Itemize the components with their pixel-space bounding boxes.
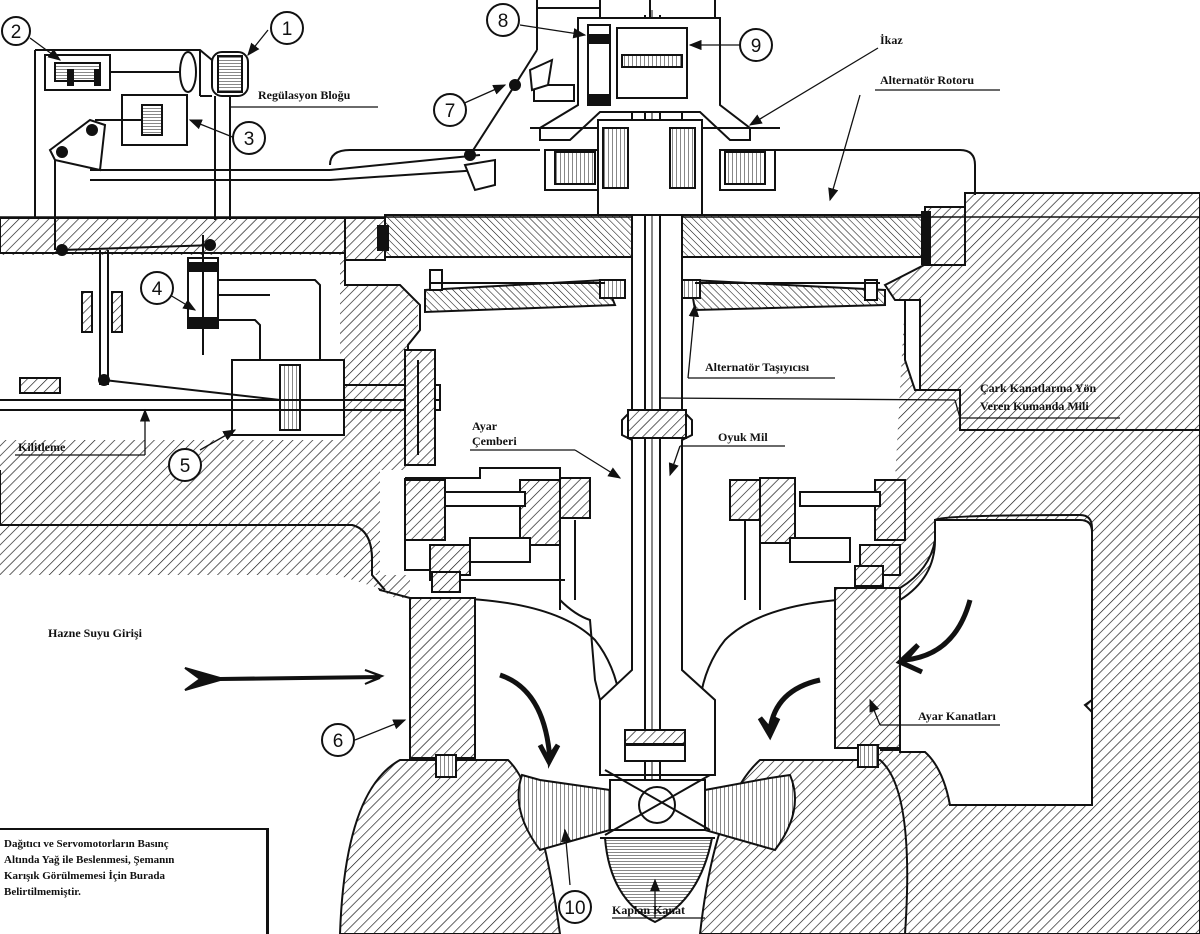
callout-4: 4 — [152, 279, 163, 300]
label-locking: Kilitleme — [18, 440, 66, 454]
label-alternator-carrier: Alternatör Taşıyıcısı — [705, 360, 810, 374]
label-reservoir-inlet: Hazne Suyu Girişi — [48, 626, 143, 640]
label-command-shaft-2: Veren Kumanda Mili — [980, 399, 1089, 413]
label-hollow-shaft: Oyuk Mil — [718, 430, 768, 444]
label-kaplan-blade: Kaplan Kanat — [612, 903, 685, 917]
concrete-foundation — [0, 192, 1200, 934]
label-regulation-block: Regülasyon Bloğu — [258, 88, 351, 102]
head-cover — [404, 467, 906, 701]
note-line-4: Belirtilmemiştir. — [4, 886, 81, 898]
callout-1: 1 — [282, 19, 293, 40]
regulation-linkage — [0, 49, 554, 466]
flow-arrows — [184, 599, 973, 769]
note-line-2: Altında Yağ ile Beslenmesi, Şemanın — [4, 854, 175, 866]
label-warning: İkaz — [880, 33, 903, 47]
label-guide-vanes: Ayar Kanatları — [918, 709, 997, 723]
callout-2: 2 — [11, 22, 22, 43]
label-adjust-ring-1: Ayar — [472, 419, 498, 433]
callout-6: 6 — [333, 731, 344, 752]
leader-lines — [15, 24, 1120, 919]
label-adjust-ring-2: Çemberi — [472, 434, 517, 448]
note-box: Dağıtıcı ve Servomotorların Basınç Altın… — [0, 828, 268, 934]
label-alternator-rotor: Alternatör Rotoru — [880, 73, 974, 87]
label-command-shaft-1: Çark Kanatlarına Yön — [980, 381, 1097, 395]
top-servomotor — [329, 0, 976, 216]
note-line-3: Karışık Görülmemesi İçin Burada — [4, 870, 166, 882]
callout-8: 8 — [498, 11, 509, 32]
callout-circles — [1, 3, 773, 924]
callout-10: 10 — [564, 898, 585, 919]
callout-7: 7 — [445, 101, 456, 122]
callout-3: 3 — [244, 129, 255, 150]
guide-vanes — [409, 565, 901, 778]
callout-9: 9 — [751, 36, 762, 57]
alternator-carrier — [424, 269, 886, 314]
callout-5: 5 — [180, 456, 191, 477]
note-line-1: Dağıtıcı ve Servomotorların Basınç — [4, 838, 169, 850]
